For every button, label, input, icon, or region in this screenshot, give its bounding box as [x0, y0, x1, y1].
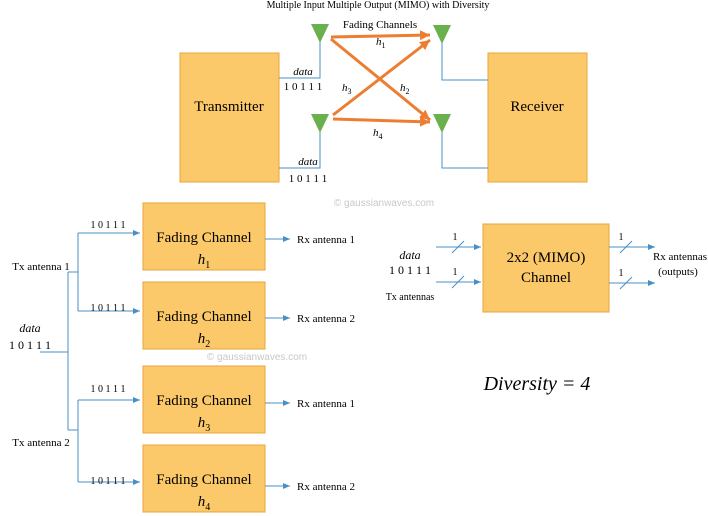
rx-label-2: Rx antenna 2 — [297, 313, 355, 325]
top-data-label-1: data — [293, 66, 313, 78]
fading-channel-3: Fading Channel h3 — [142, 365, 266, 434]
mimo-rx-line1: Rx antennas — [653, 251, 707, 263]
fading-channel-2-box — [142, 281, 266, 350]
branch-bits-2: 1 0 1 1 1 — [91, 303, 126, 314]
mimo-bits: 1 0 1 1 1 — [389, 263, 431, 277]
fading-channel-3-title: Fading Channel — [156, 393, 251, 409]
watermark-top: © gaussianwaves.com — [334, 198, 434, 209]
bl-data-label: data — [19, 321, 40, 335]
rx-label-1: Rx antenna 1 — [297, 234, 355, 246]
channel-arrow-h1 — [330, 30, 431, 41]
fading-channel-4-box — [142, 444, 266, 513]
fading-channel-2-title: Fading Channel — [156, 309, 251, 325]
mimo-data-label: data — [399, 248, 420, 262]
fading-channel-3-box — [142, 365, 266, 434]
fading-channel-4: Fading Channel h4 — [142, 444, 266, 513]
channel-arrow-h3 — [332, 38, 431, 117]
tx-antenna-1-label: Tx antenna 1 — [12, 261, 69, 273]
watermark-bottom: © gaussianwaves.com — [207, 352, 307, 363]
top-h3-label: h3 — [342, 82, 352, 96]
branch-bits-3: 1 0 1 1 1 — [91, 384, 126, 395]
fading-channel-1-h: h1 — [198, 252, 211, 271]
mimo-channel-box — [482, 223, 610, 313]
mimo-rx-line2: (outputs) — [658, 266, 698, 278]
mimo-box-line1: 2x2 (MIMO) — [507, 250, 586, 266]
rx-wire-bottom — [441, 131, 488, 169]
top-h1-label: h1 — [376, 36, 386, 50]
receiver-label: Receiver — [510, 99, 563, 115]
mimo-in-2-count: 1 — [453, 267, 458, 278]
receiver-box — [487, 52, 588, 183]
tx-antenna-2-icon — [311, 114, 329, 133]
transmitter-box — [179, 52, 280, 183]
mimo-in-2-slash — [451, 275, 465, 289]
diagram-title: Multiple Input Multiple Output (MIMO) wi… — [267, 0, 490, 11]
rx-label-3: Rx antenna 1 — [297, 398, 355, 410]
fading-channel-3-h: h3 — [198, 415, 211, 434]
branch-bits-4: 1 0 1 1 1 — [91, 476, 126, 487]
rx-antenna-2-icon — [433, 114, 451, 133]
channel-arrow-h4 — [332, 116, 431, 127]
mimo-out-2-slash — [619, 276, 633, 290]
diversity-equation: Diversity = 4 — [483, 373, 591, 395]
fading-channel-1-title: Fading Channel — [156, 230, 251, 246]
bl-bits: 1 0 1 1 1 — [9, 338, 51, 352]
tx-wire-top — [279, 41, 321, 79]
rx-antenna-1-icon — [433, 25, 451, 44]
fading-channel-2-h: h2 — [198, 331, 211, 350]
fading-channel-4-h: h4 — [198, 494, 211, 513]
fading-channel-1-box — [142, 202, 266, 271]
fading-channel-4-title: Fading Channel — [156, 472, 251, 488]
transmitter-label: Transmitter — [194, 99, 263, 115]
rx-label-4: Rx antenna 2 — [297, 481, 355, 493]
top-data-label-2: data — [298, 156, 318, 168]
rx-wire-top — [441, 43, 488, 81]
tx-antenna-2-label: Tx antenna 2 — [12, 437, 69, 449]
tx-antenna-1-icon — [311, 24, 329, 43]
mimo-box-line2: Channel — [521, 270, 571, 286]
mimo-tx-antennas-label: Tx antennas — [386, 292, 435, 303]
mimo-in-1-slash — [451, 240, 465, 254]
branch-bits-1: 1 0 1 1 1 — [91, 220, 126, 231]
fading-channel-1: Fading Channel h1 — [142, 202, 266, 271]
fading-channel-2: Fading Channel h2 — [142, 281, 266, 350]
mimo-out-1-count: 1 — [619, 232, 624, 243]
top-h4-label: h4 — [373, 127, 383, 141]
mimo-out-1-slash — [619, 240, 633, 254]
mimo-out-2-count: 1 — [619, 268, 624, 279]
fading-channels-label: Fading Channels — [343, 19, 417, 31]
top-bits-1: 1 0 1 1 1 — [284, 81, 323, 93]
top-bits-2: 1 0 1 1 1 — [289, 173, 328, 185]
top-h2-label: h2 — [400, 82, 410, 96]
tx-wire-bottom — [279, 130, 321, 169]
mimo-in-1-count: 1 — [453, 232, 458, 243]
